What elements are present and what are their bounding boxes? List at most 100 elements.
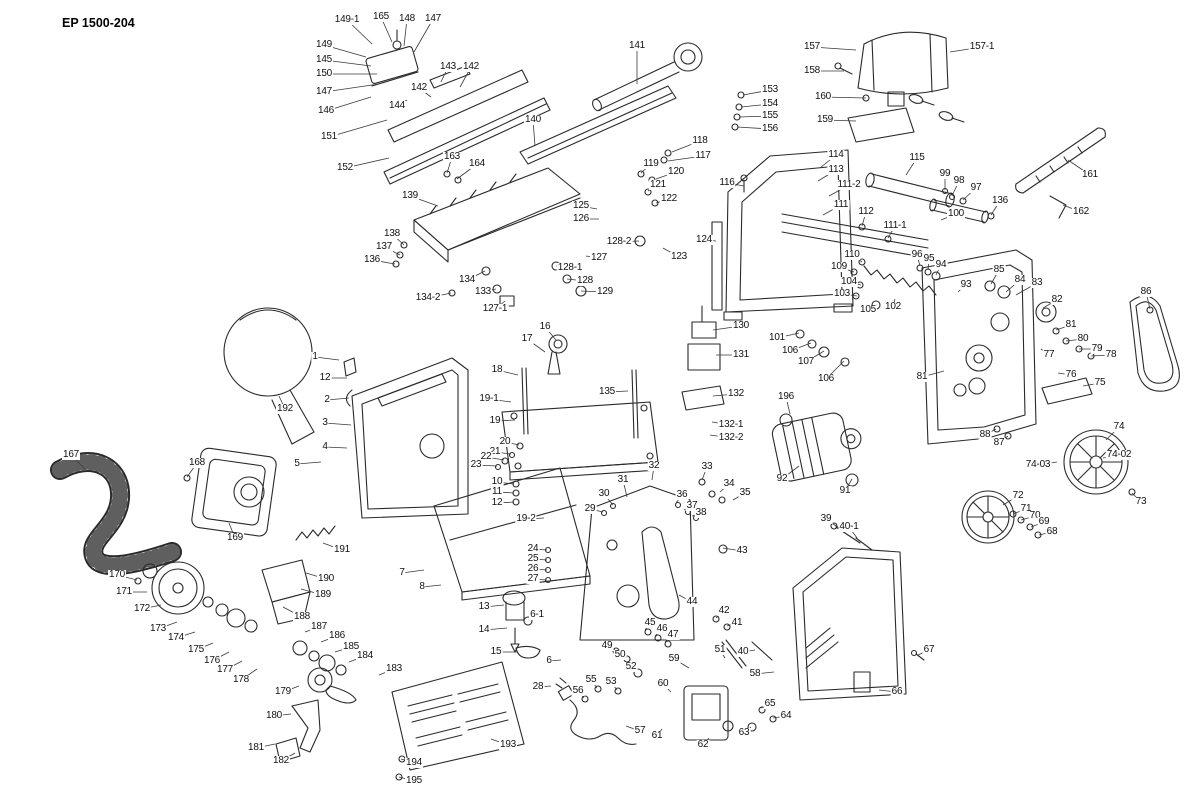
part-label-127-1: 127-1 [481,303,509,314]
part-label-38: 38 [694,507,708,518]
part-label-7: 7 [398,567,406,578]
part-label-46: 46 [655,623,669,634]
part-label-148: 148 [397,13,417,24]
part-label-33: 33 [700,461,714,472]
part-label-130: 130 [731,320,751,331]
part-label-187: 187 [309,621,329,632]
part-label-136: 136 [362,254,382,265]
part-label-91: 91 [838,485,852,496]
lower-base [434,468,590,600]
part-label-78: 78 [1104,349,1118,360]
part-label-165: 165 [371,11,391,22]
part-label-25: 25 [526,553,540,564]
part-label-170: 170 [107,569,127,580]
part-label-186: 186 [327,630,347,641]
leader-line [328,119,388,138]
part-label-39: 39 [819,513,833,524]
part-label-180: 180 [264,710,284,721]
part-label-34: 34 [722,478,736,489]
part-label-107: 107 [796,356,816,367]
part-label-77: 77 [1042,349,1056,360]
timing-belt [642,527,679,619]
leader-line [324,422,352,426]
part-label-62: 62 [696,739,710,750]
part-label-132: 132 [726,388,746,399]
part-label-191: 191 [332,544,352,555]
part-label-192: 192 [275,403,295,414]
part-label-98: 98 [952,175,966,186]
part-label-6-1: 6-1 [529,609,545,620]
part-label-172: 172 [132,603,152,614]
part-label-96: 96 [910,249,924,260]
part-label-94: 94 [934,259,948,270]
part-label-55: 55 [584,674,598,685]
part-label-103: 103 [832,288,852,299]
part-label-95: 95 [922,253,936,264]
vented-panel [392,662,524,770]
part-label-134: 134 [457,274,477,285]
part-label-101: 101 [767,332,787,343]
part-label-64: 64 [779,710,793,721]
part-label-160: 160 [813,91,833,102]
part-label-182: 182 [271,755,291,766]
part-label-86: 86 [1139,286,1153,297]
part-label-32: 32 [647,460,661,471]
spring-191 [296,526,335,540]
part-label-116: 116 [718,177,736,188]
part-label-45: 45 [643,617,657,628]
part-label-82: 82 [1050,294,1064,305]
part-label-176: 176 [202,655,222,666]
pulley-set [293,641,356,703]
part-label-147: 147 [423,13,443,24]
part-label-146: 146 [316,105,336,116]
part-label-5: 5 [293,458,301,469]
part-label-128: 128 [575,275,595,286]
part-label-67: 67 [922,644,936,655]
part-label-117: 117 [694,150,712,161]
keys [908,93,964,122]
part-label-23: 23 [469,459,483,470]
part-label-113: 113 [827,164,845,175]
part-label-142: 142 [461,61,481,72]
part-label-120: 120 [666,166,686,177]
part-label-21: 21 [488,446,502,457]
part-label-79: 79 [1090,343,1104,354]
part-label-12: 12 [318,372,332,383]
dust-hose [60,462,172,565]
part-label-13: 13 [477,601,491,612]
part-label-97: 97 [969,182,983,193]
part-label-14: 14 [477,624,491,635]
part-label-161: 161 [1080,169,1100,180]
part-label-132-2: 132-2 [717,432,745,443]
part-label-52: 52 [624,661,638,672]
part-label-196: 196 [776,391,796,402]
part-label-177: 177 [215,664,235,675]
part-label-111-2: 111-2 [836,179,862,190]
part-label-75: 75 [1093,377,1107,388]
part-label-74-02: 74-02 [1105,449,1133,460]
part-label-28: 28 [531,681,545,692]
small-plate-75 [1042,378,1092,404]
part-label-1: 1 [311,351,319,362]
part-label-179: 179 [273,686,293,697]
gears [969,302,1056,394]
part-label-129: 129 [595,286,615,297]
bracket-small [344,358,356,376]
part-label-57: 57 [633,725,647,736]
part-label-115: 115 [908,152,926,163]
part-label-15: 15 [489,646,503,657]
part-label-167: 167 [61,449,81,460]
part-label-111-1: 111-1 [882,220,908,231]
part-label-155: 155 [760,110,780,121]
part-label-40: 40 [736,646,750,657]
housing-port-inner [241,484,257,500]
part-label-8: 8 [418,581,426,592]
part-label-70: 70 [1028,510,1042,521]
part-label-136: 136 [990,195,1010,206]
part-label-85: 85 [992,264,1006,275]
part-label-123: 123 [669,251,689,262]
part-label-19-1: 19-1 [478,393,500,404]
part-label-93: 93 [959,279,973,290]
leader-line [413,18,434,53]
part-label-81: 81 [1064,319,1078,330]
